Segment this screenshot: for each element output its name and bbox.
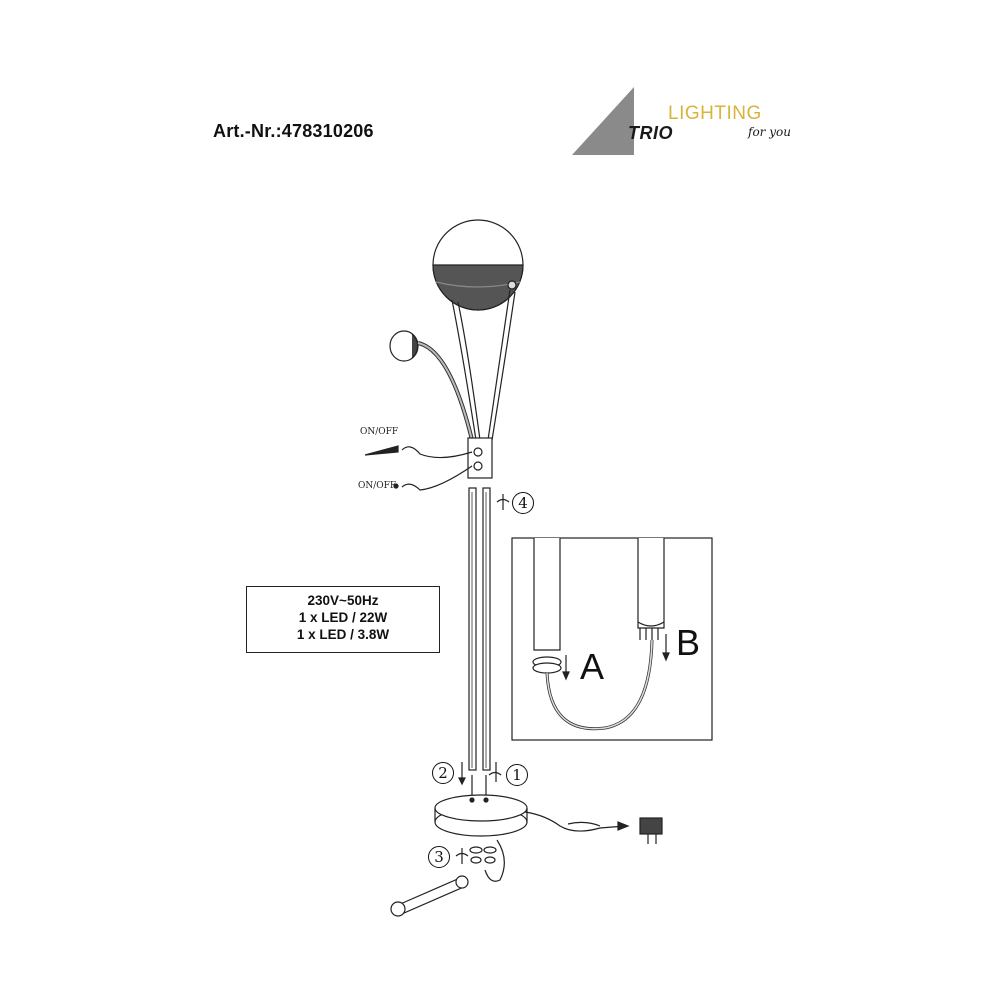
inset-detail: [511, 537, 713, 741]
brand-logo: TRIO LIGHTING for you: [570, 85, 800, 160]
switch-label-top: ON/OFF: [360, 427, 399, 437]
step-3-marker: 3: [428, 846, 450, 868]
logo-triangle-icon: [572, 87, 634, 155]
step-4-marker: 4: [512, 492, 534, 514]
logo-lighting: LIGHTING: [668, 103, 762, 124]
step-2-marker: 2: [432, 762, 454, 784]
electrical-specs-box: 230V~50Hz 1 x LED / 22W 1 x LED / 3.8W: [246, 586, 440, 653]
switch-label-bottom: ON/OFF: [358, 481, 397, 491]
globe-shade: [432, 219, 524, 311]
logo-brand: TRIO: [628, 123, 673, 143]
step-1-marker: 1: [506, 764, 528, 786]
wrench: [390, 875, 469, 917]
spec-led-reading: 1 x LED / 3.8W: [296, 627, 390, 642]
logo-tagline: for you: [748, 125, 791, 139]
switch-housing: [467, 437, 493, 479]
spec-led-main: 1 x LED / 22W: [298, 610, 388, 625]
article-number: Art.-Nr.:478310206: [213, 121, 374, 141]
spec-voltage: 230V~50Hz: [307, 593, 379, 608]
inset-label-a: A: [580, 646, 605, 687]
reading-lamp: [389, 330, 474, 441]
lamp-base: [434, 794, 528, 837]
power-plug: [639, 817, 663, 844]
inset-label-b: B: [676, 622, 701, 663]
mounting-hardware: [469, 839, 505, 882]
